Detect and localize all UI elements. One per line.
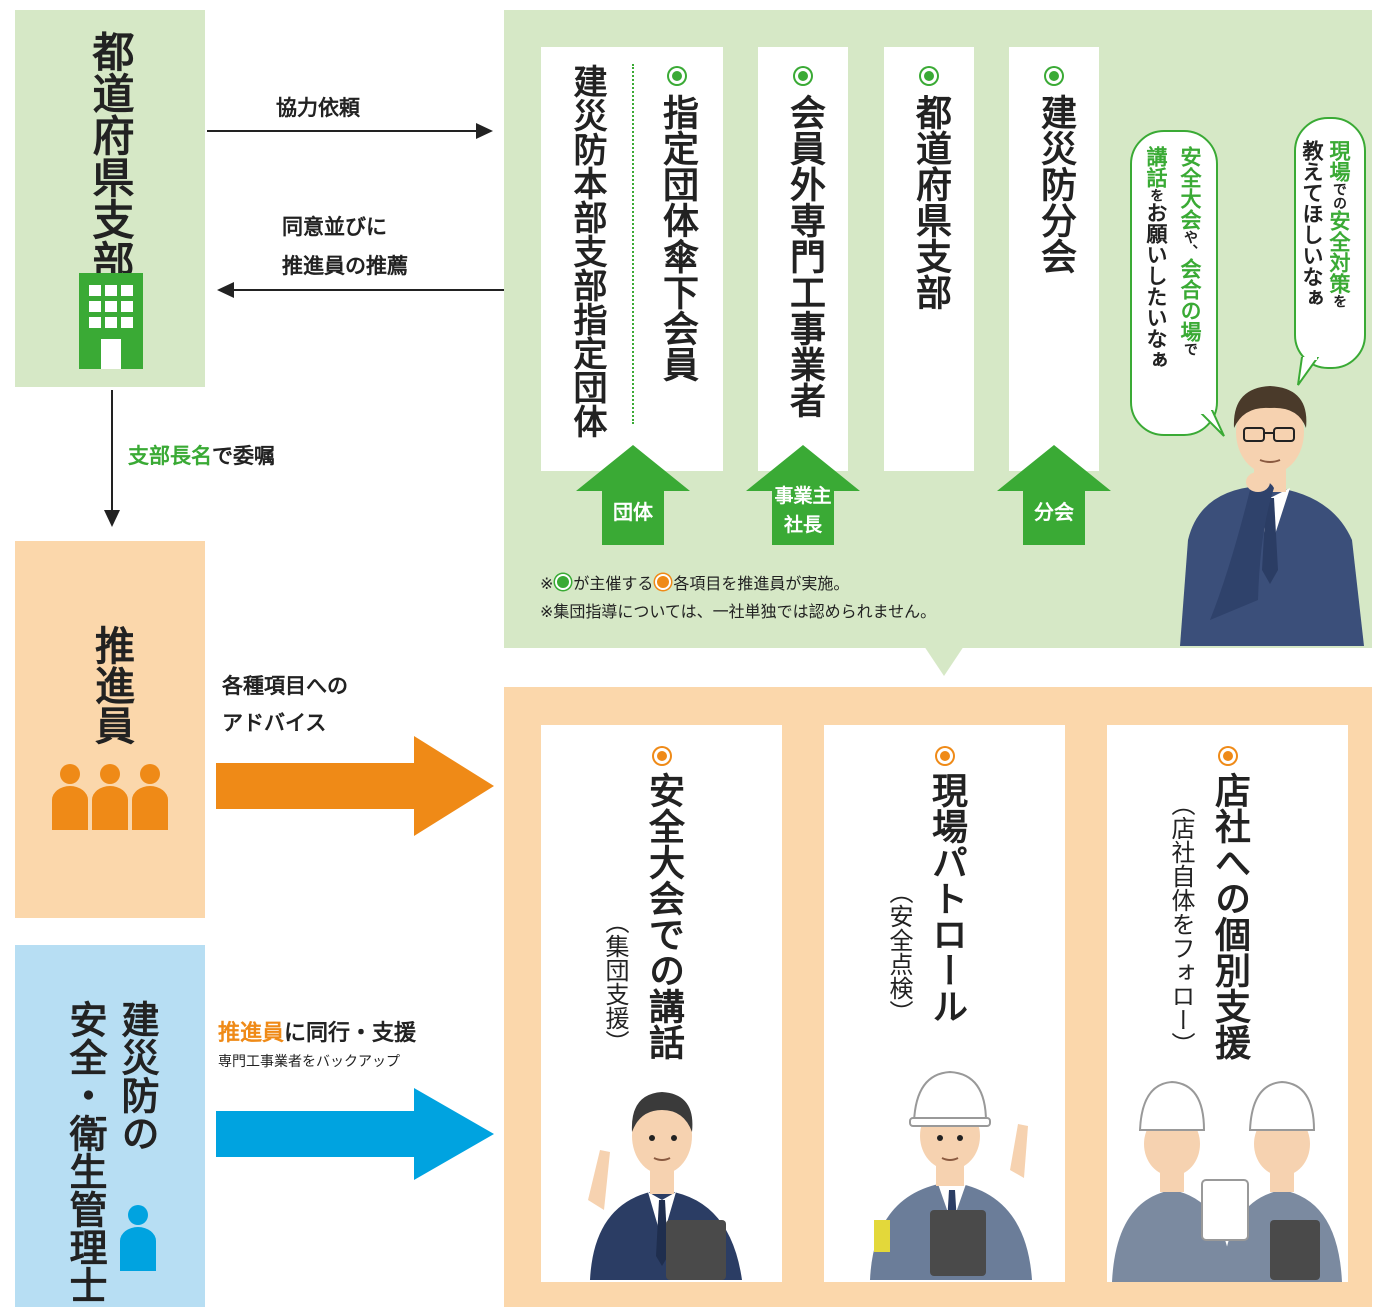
bubble-site-line1: 現場での安全対策を: [1327, 140, 1351, 308]
appoint-label: 支部長名で委嘱: [128, 440, 275, 470]
activity-title-individual: 店社への個別支援: [1209, 772, 1250, 1060]
bubble2-a: 安全大会: [1178, 146, 1202, 230]
activity-title-patrol: 現場パトロール: [926, 772, 967, 1024]
card-divider: [632, 64, 634, 424]
bubble-tail: [1198, 410, 1225, 437]
accompany-highlight: 推進員: [218, 1021, 285, 1046]
note1-c: 各項目を推進員が実施。: [673, 574, 850, 593]
request-label: 協力依頼: [276, 96, 360, 120]
note-2: ※集団指導については、一社単独では認められません。: [540, 602, 937, 621]
tag-arrow-employer: [746, 445, 860, 545]
appoint-rest: で委嘱: [212, 444, 275, 468]
consulting-workers-illustration: [1112, 1080, 1342, 1282]
tag-employer: 事業主: [774, 485, 832, 507]
organizer-mark: [1046, 68, 1062, 84]
activity-mark: [654, 748, 670, 764]
tag-president: 社長: [783, 514, 822, 536]
promoter-title: 推進員: [88, 625, 134, 745]
green-mark-icon: [555, 574, 572, 590]
manager-line1: 建災防の: [115, 1000, 159, 1152]
orange-mark-icon: [655, 574, 672, 590]
patrol-worker-illustration: [870, 1070, 1032, 1280]
bubble-site-line2: 教えてほしいなぁ: [1300, 140, 1324, 308]
bubble1-b: での: [1331, 182, 1347, 210]
accompany-sub: 専門工事業者をバックアップ: [218, 1054, 400, 1070]
card-main-subbranch: 建災防分会: [1035, 94, 1076, 274]
promoter-panel: [15, 541, 205, 918]
accompany-arrow: [216, 1088, 494, 1180]
speech-bubble-site: [1294, 117, 1366, 369]
accompany-label: 推進員に同行・支援: [218, 1015, 416, 1047]
speech-bubble-meeting: [1130, 130, 1218, 436]
bubble2-b: や、: [1182, 230, 1198, 258]
activity-sub-talk: （集団支援）: [601, 910, 629, 1054]
bubble-meeting-line2: 講話をお願いしたいなぁ: [1144, 146, 1168, 370]
bubble2-g: お願いしたいなぁ: [1144, 202, 1168, 370]
note1-b: が主催する: [573, 574, 654, 593]
card-side-designated: 建災防本部支部指定団体: [567, 64, 607, 438]
activity-sub-patrol: （安全点検）: [885, 880, 913, 1024]
bubble1-c: 安全対策: [1327, 210, 1351, 294]
organizer-mark: [795, 68, 811, 84]
building-icon: [79, 273, 143, 369]
tag-subbranch: 分会: [1034, 500, 1074, 524]
card-main-designated: 指定団体傘下会員: [657, 94, 698, 382]
branch-title: 都道府県支部: [86, 30, 135, 282]
speaker-illustration: [588, 1092, 742, 1280]
consent-label-1: 同意並びに: [282, 215, 387, 239]
card-main-branch: 都道府県支部: [910, 94, 951, 310]
activity-sub-individual: （店社自体をフォロー）: [1167, 792, 1195, 1056]
bubble2-c: 会合の場: [1178, 258, 1202, 342]
businessman-thinking-illustration: [1180, 386, 1364, 646]
activity-mark: [1220, 748, 1236, 764]
advice-label-1: 各種項目への: [222, 674, 348, 698]
panel-pointer: [924, 646, 964, 676]
manager-line2: 安全・衛生管理士: [63, 1000, 107, 1304]
bubble1-d: を: [1331, 294, 1347, 308]
advice-arrow: [216, 736, 494, 836]
bubble-tail: [1297, 357, 1320, 386]
connector-lines: [104, 123, 505, 527]
bubble2-e: 講話: [1144, 146, 1168, 188]
bubble1-a: 現場: [1327, 140, 1351, 182]
manager-panel: [15, 945, 205, 1307]
note-1: ※ が主催する各項目を推進員が実施。: [540, 570, 849, 594]
bubble2-f: を: [1148, 188, 1164, 202]
card-main-non-member: 会員外専門工事業者: [784, 94, 825, 418]
person-icon: [120, 1205, 156, 1271]
bubble2-d: で: [1182, 342, 1198, 356]
advice-label-2: アドバイス: [222, 711, 327, 735]
card-non-member: [758, 47, 848, 471]
people-icon: [52, 764, 168, 830]
card-branch: [884, 47, 974, 471]
consent-label-2: 推進員の推薦: [282, 254, 408, 278]
card-subbranch: [1009, 47, 1099, 471]
appoint-highlight: 支部長名: [128, 444, 212, 468]
organizer-mark: [921, 68, 937, 84]
activity-mark: [937, 748, 953, 764]
organizer-mark: [669, 68, 685, 84]
note1-a: ※: [540, 574, 554, 593]
accompany-rest: に同行・支援: [284, 1021, 417, 1046]
activity-title-talk: 安全大会での講話: [643, 772, 684, 1060]
tag-group: 団体: [613, 500, 653, 524]
bubble-meeting-line1: 安全大会や、会合の場で: [1178, 146, 1202, 356]
tag-arrow-group: [576, 445, 690, 545]
tag-arrow-subbranch: [997, 445, 1111, 545]
